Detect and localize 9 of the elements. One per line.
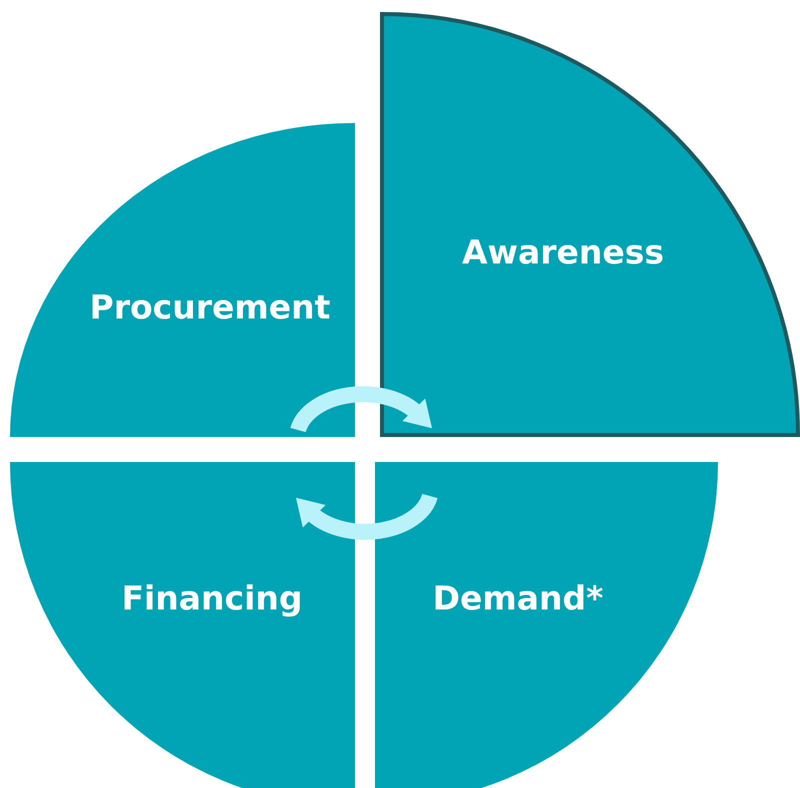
quadrant-segment xyxy=(380,12,800,437)
segment-label: Demand* xyxy=(432,578,604,618)
quadrant-segment xyxy=(375,462,718,788)
cycle-arrow xyxy=(290,386,433,433)
segment-label: Awareness xyxy=(462,232,664,272)
quadrant-segment xyxy=(10,123,355,437)
quadrant-segment xyxy=(10,462,355,788)
segment-label: Procurement xyxy=(90,288,330,326)
segment-label: Financing xyxy=(121,578,303,618)
